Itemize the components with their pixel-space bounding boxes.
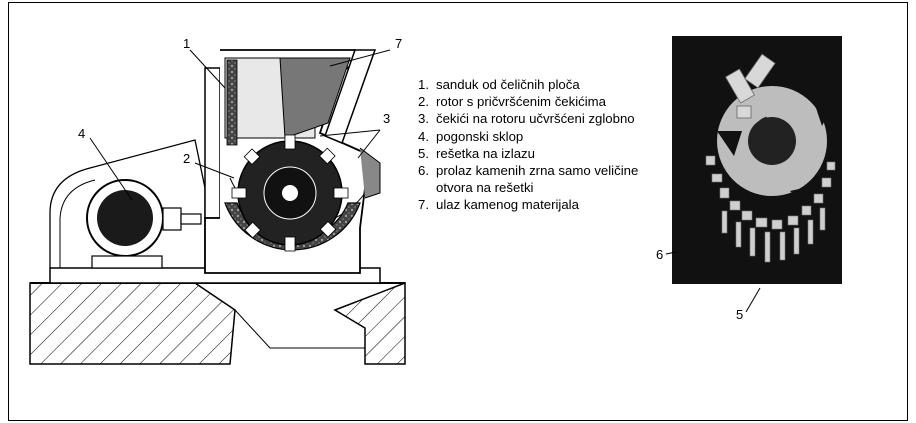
callout-7: 7 <box>395 36 403 51</box>
callout-5: 5 <box>736 307 744 322</box>
legend-item: 1.sanduk od čeličnih ploča <box>418 77 580 92</box>
legend-item: 6.prolaz kamenih zrna samo veličine <box>418 163 639 179</box>
callout-4: 4 <box>78 126 86 141</box>
callout-2: 2 <box>183 151 191 166</box>
hammer-crusher-drawing <box>29 49 406 365</box>
legend-item-continuation: otvora na rešetki <box>436 180 534 196</box>
legend-item: 5.rešetka na izlazu <box>418 145 535 161</box>
legend-item: 4.pogonski sklop <box>418 128 524 144</box>
feed-chute <box>324 49 377 144</box>
hammers <box>725 53 776 119</box>
foundation <box>29 281 406 365</box>
legend-item: 7.ulaz kamenog materijala <box>418 197 579 213</box>
motor-guard <box>49 139 206 268</box>
legend-list: 1.sanduk od čeličnih ploča 2.rotor s pri… <box>418 76 638 214</box>
legend-item: 2.rotor s pričvršćenim čekićima <box>418 94 607 110</box>
grate-stones <box>705 155 836 263</box>
motor <box>86 179 202 269</box>
callout-3: 3 <box>383 111 391 126</box>
legend-item: 3.čekići na rotoru učvršćeni zglobno <box>418 111 635 127</box>
rotor-grate-illustration <box>672 36 842 284</box>
leader-lines <box>89 49 391 201</box>
callout-1: 1 <box>183 36 191 51</box>
rotor <box>231 134 349 252</box>
callout-6: 6 <box>656 247 664 262</box>
